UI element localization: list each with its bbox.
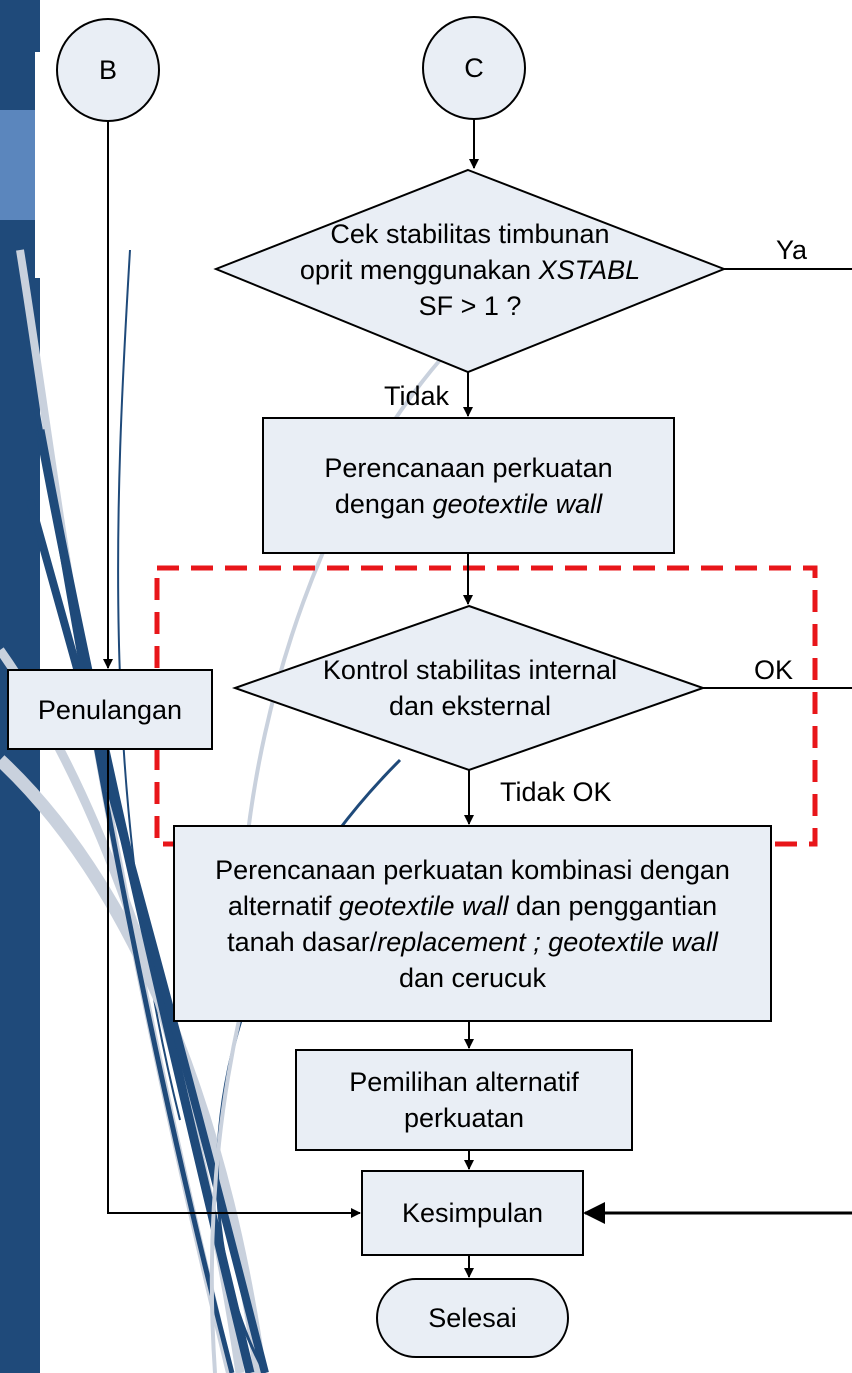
decision1-line2: oprit menggunakan XSTABL bbox=[299, 254, 641, 285]
label-ok: OK bbox=[754, 655, 794, 685]
process1-shape bbox=[262, 417, 675, 554]
process2-line2: alternatif geotextile wall dan pengganti… bbox=[227, 890, 718, 921]
arrow-penulangan-to-kesimpulan bbox=[107, 749, 361, 1218]
process2-line1: Perencanaan perkuatan kombinasi dengan bbox=[215, 854, 730, 885]
label-ya: Ya bbox=[776, 235, 808, 265]
selesai-label: Selesai bbox=[428, 1303, 517, 1333]
connector-b: B bbox=[57, 19, 159, 121]
penulangan-shape bbox=[7, 669, 213, 750]
kesimpulan-shape bbox=[361, 1170, 584, 1256]
process1-text: Perencanaan perkuatan dengan geotextile … bbox=[263, 418, 674, 553]
selesai-shape bbox=[376, 1278, 569, 1358]
process3-line2: perkuatan bbox=[403, 1103, 525, 1133]
decision2-line2: dan eksternal bbox=[388, 691, 552, 721]
decision1-line1: Cek stabilitas timbunan bbox=[330, 218, 610, 249]
decision1-text: Cek stabilitas timbunan oprit menggunaka… bbox=[290, 212, 650, 327]
process2-text: Perencanaan perkuatan kombinasi dengan a… bbox=[174, 826, 771, 1021]
kesimpulan-label: Kesimpulan bbox=[401, 1198, 544, 1228]
decision2-text: Kontrol stabilitas internal dan eksterna… bbox=[290, 648, 650, 728]
shapes bbox=[7, 16, 772, 1358]
label-tidak: Tidak bbox=[384, 381, 450, 411]
connector-c: C bbox=[423, 17, 525, 119]
connector-c-shape bbox=[422, 16, 526, 120]
process3-shape bbox=[295, 1049, 633, 1151]
process2-line3: tanah dasar/replacement ; geotextile wal… bbox=[227, 926, 718, 957]
connector-b-label: B bbox=[98, 55, 117, 85]
decision2-line1: Kontrol stabilitas internal bbox=[322, 655, 618, 685]
process2-line4: dan cerucuk bbox=[398, 962, 547, 993]
process2-shape bbox=[173, 825, 772, 1022]
process1-line2: dengan geotextile wall bbox=[334, 488, 603, 519]
label-tidak-ok: Tidak OK bbox=[500, 777, 612, 807]
selesai-terminal: Selesai bbox=[377, 1279, 568, 1357]
background-decoration bbox=[0, 0, 442, 1373]
penulangan-box: Penulangan bbox=[8, 670, 212, 749]
arrows bbox=[103, 120, 852, 1278]
process3-text: Pemilihan alternatif perkuatan bbox=[296, 1050, 632, 1150]
process3-line1: Pemilihan alternatif bbox=[349, 1067, 579, 1097]
process1-line1: Perencanaan perkuatan bbox=[324, 452, 613, 483]
penulangan-label: Penulangan bbox=[37, 694, 183, 725]
sidebar-accent bbox=[0, 110, 35, 220]
decision1-line3: SF > 1 ? bbox=[418, 290, 522, 321]
kesimpulan-box: Kesimpulan bbox=[362, 1171, 583, 1255]
connector-c-label: C bbox=[464, 53, 484, 83]
